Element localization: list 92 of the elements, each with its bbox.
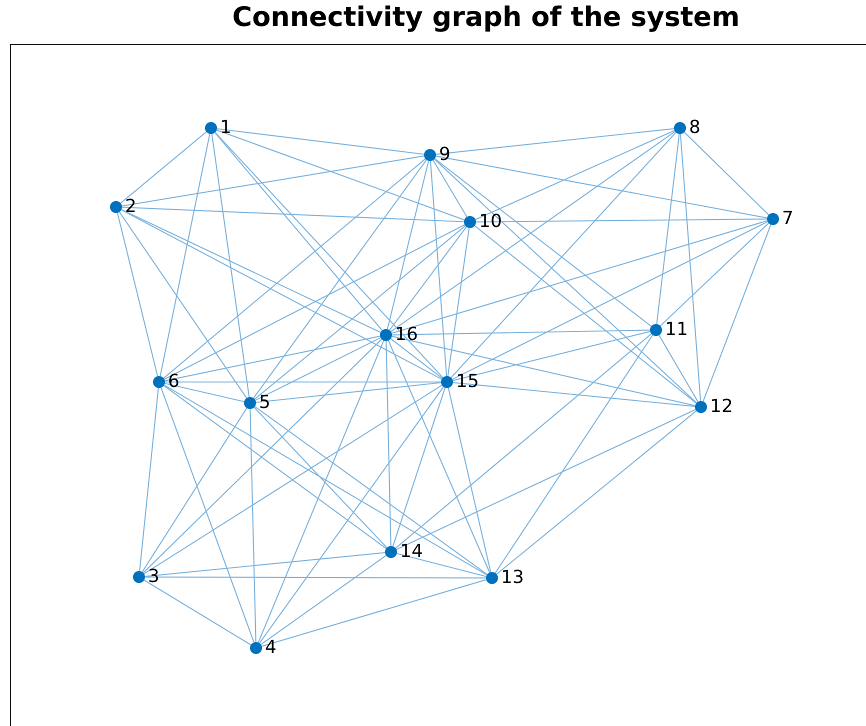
graph-edge bbox=[121, 209, 381, 333]
graph-edge bbox=[474, 225, 697, 404]
graph-edge bbox=[430, 160, 448, 376]
graph-edge bbox=[253, 160, 427, 398]
graph-edge bbox=[142, 408, 248, 572]
graph-edge bbox=[160, 387, 254, 643]
node-label: 8 bbox=[689, 117, 700, 139]
node-label: 2 bbox=[125, 196, 136, 218]
graph-edge bbox=[680, 134, 702, 402]
graph-edge bbox=[452, 221, 768, 380]
graph-edge bbox=[448, 388, 492, 572]
node-label: 6 bbox=[168, 371, 180, 393]
graph-edge bbox=[684, 132, 770, 216]
graph-edge bbox=[452, 382, 696, 407]
graph-edge bbox=[475, 130, 675, 220]
graph-edge bbox=[396, 409, 696, 550]
graph-edge bbox=[260, 555, 386, 645]
graph-edge bbox=[386, 340, 392, 546]
graph-edge bbox=[250, 408, 256, 642]
graph-edge bbox=[118, 212, 248, 398]
graph-edge bbox=[436, 128, 674, 155]
node-label: 14 bbox=[400, 541, 423, 563]
graph-edge bbox=[255, 337, 381, 401]
graph-edge bbox=[259, 386, 444, 644]
node-label: 7 bbox=[782, 208, 794, 230]
graph-edge bbox=[144, 384, 442, 574]
graph-edge bbox=[164, 385, 386, 549]
graph-edge bbox=[494, 334, 654, 574]
graph-edge bbox=[122, 206, 464, 222]
graph-edge bbox=[160, 134, 210, 376]
graph-edge bbox=[216, 128, 424, 155]
graph-edge bbox=[386, 160, 430, 330]
graph-edge bbox=[660, 222, 770, 326]
graph-edge bbox=[163, 158, 426, 379]
graph-edge bbox=[258, 340, 384, 643]
node-label: 10 bbox=[479, 211, 502, 233]
graph-edge bbox=[165, 381, 441, 383]
graph-edge bbox=[390, 131, 676, 332]
graph-edge bbox=[164, 384, 488, 576]
node-label: 4 bbox=[265, 637, 276, 659]
chart-title: Connectivity graph of the system bbox=[232, 2, 740, 33]
graph-edge bbox=[496, 410, 697, 575]
graph-edge bbox=[164, 224, 465, 380]
graph-edge bbox=[389, 226, 467, 331]
graph-edge bbox=[256, 382, 442, 403]
node-label: 12 bbox=[710, 396, 733, 418]
node-label: 16 bbox=[395, 324, 418, 346]
graph-edge bbox=[216, 130, 465, 220]
graph-edge bbox=[144, 552, 386, 577]
graph-edge bbox=[452, 330, 650, 382]
graph-edge bbox=[121, 209, 442, 380]
graph-edge bbox=[262, 579, 486, 647]
graph-edge bbox=[450, 132, 676, 378]
graph-edge bbox=[145, 576, 486, 579]
node-label: 11 bbox=[665, 319, 688, 341]
graph-edge bbox=[434, 158, 697, 404]
graph-edge bbox=[388, 340, 490, 573]
graph-edge bbox=[254, 225, 466, 400]
graph-edge bbox=[434, 158, 652, 327]
graph-edge bbox=[120, 131, 207, 204]
graph-edge bbox=[476, 218, 767, 222]
graph-edge bbox=[139, 388, 159, 572]
graph-edge bbox=[164, 382, 244, 402]
node-label: 9 bbox=[439, 144, 450, 166]
graph-edge bbox=[658, 334, 698, 402]
graph-edge bbox=[164, 336, 380, 382]
graph-edge bbox=[656, 134, 680, 324]
node-label: 3 bbox=[148, 566, 160, 588]
graph-edge bbox=[122, 155, 424, 207]
node-label: 13 bbox=[501, 567, 524, 589]
node-label: 5 bbox=[259, 392, 270, 414]
graph-edge bbox=[390, 338, 443, 379]
graph-edge bbox=[432, 160, 468, 218]
graph-edge bbox=[214, 132, 383, 331]
graph-edge bbox=[214, 132, 444, 378]
graph-edge bbox=[447, 228, 470, 376]
graph-edge bbox=[254, 406, 488, 575]
graph-edge bbox=[436, 156, 768, 218]
graph-edge bbox=[392, 388, 446, 546]
node-label: 1 bbox=[220, 117, 232, 139]
graph-edge bbox=[211, 134, 250, 398]
graph-edge bbox=[144, 580, 252, 646]
graph-edge bbox=[395, 333, 652, 549]
graph-edge bbox=[254, 406, 388, 548]
graph-edge bbox=[116, 212, 158, 376]
node-label: 15 bbox=[456, 371, 479, 393]
graph-edge bbox=[392, 336, 696, 406]
graph-edge bbox=[396, 552, 486, 578]
graph-edge bbox=[702, 224, 772, 402]
graph-edge bbox=[142, 338, 382, 574]
graph-edge bbox=[392, 220, 768, 334]
graph-edge bbox=[392, 330, 650, 336]
